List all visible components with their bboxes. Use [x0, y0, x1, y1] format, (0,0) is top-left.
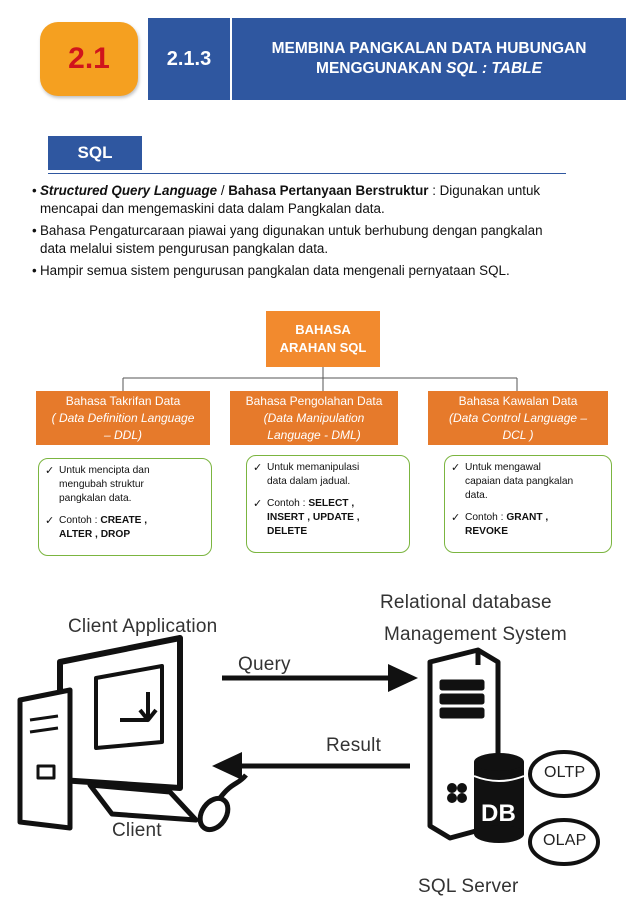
oltp-label: OLTP [544, 764, 586, 781]
database-icon [473, 753, 525, 843]
oltp-ellipse [528, 750, 600, 798]
page-title: MEMBINA PANGKALAN DATA HUBUNGAN MENGGUNA… [232, 18, 626, 100]
checkmark-icon: ✓ [253, 498, 263, 510]
section-divider [48, 173, 566, 174]
db-label: DB [481, 800, 517, 827]
client-application-label: Client Application [68, 616, 218, 637]
checkmark-icon: ✓ [45, 465, 55, 477]
query-arrow-icon [222, 664, 418, 692]
bullet-2: • Bahasa Pengaturcaraan piawai yang digu… [32, 223, 543, 256]
rdbms-label-line-2: Management System [384, 624, 567, 645]
checkmark-icon: ✓ [451, 512, 461, 524]
result-label: Result [326, 735, 382, 756]
query-label: Query [238, 654, 291, 675]
checkmark-icon: ✓ [45, 515, 55, 527]
hierarchy-connectors [122, 367, 518, 391]
sql-command-language-box: BAHASA ARAHAN SQL [266, 311, 380, 367]
bullet-1: • Structured Query Language / Bahasa Per… [32, 183, 541, 216]
rdbms-label-line-1: Relational database [380, 592, 552, 613]
sql-server-label: SQL Server [418, 876, 519, 897]
client-label: Client [112, 820, 162, 841]
checkmark-icon: ✓ [451, 462, 461, 474]
checkmark-icon: ✓ [253, 462, 263, 474]
olap-ellipse [528, 818, 600, 866]
olap-label: OLAP [543, 832, 587, 849]
sql-section-tab: SQL [48, 136, 142, 170]
mouse-icon [197, 773, 248, 833]
subsection-number: 2.1.3 [148, 18, 230, 100]
category-dcl: Bahasa Kawalan Data (Data Control Langua… [428, 391, 608, 445]
client-server-illustration [17, 635, 600, 866]
category-dml: Bahasa Pengolahan Data (Data Manipulatio… [230, 391, 398, 445]
result-arrow-icon [212, 752, 410, 780]
title-line-2: MENGGUNAKAN SQL : TABLE [316, 60, 542, 77]
category-ddl: Bahasa Takrifan Data ( Data Definition L… [36, 391, 210, 445]
bullet-3: • Hampir semua sistem pengurusan pangkal… [32, 263, 510, 278]
title-line-1: MEMBINA PANGKALAN DATA HUBUNGAN [271, 40, 587, 57]
section-badge: 2.1 [40, 22, 138, 96]
client-computer-icon [17, 635, 199, 831]
